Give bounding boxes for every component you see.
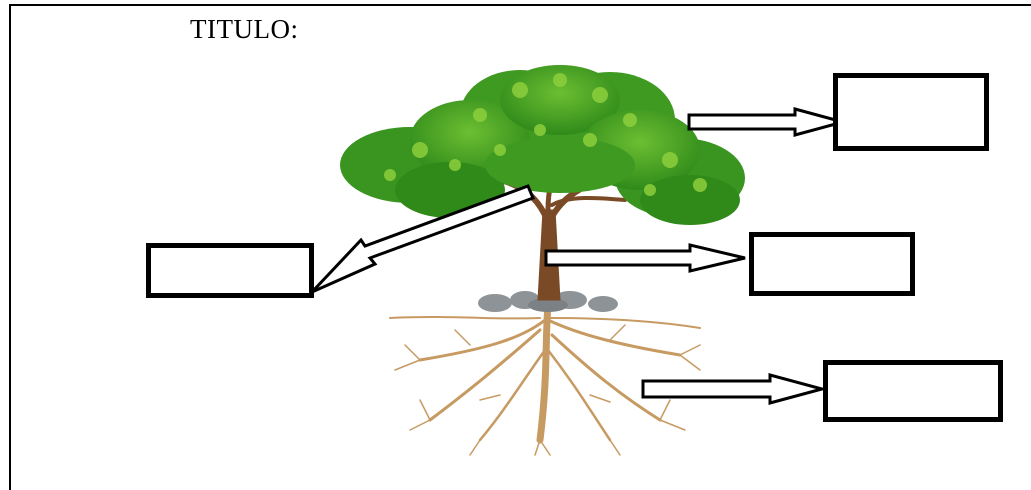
stones-illustration: [478, 291, 618, 312]
frame-top-border: [9, 4, 1031, 6]
arrow-to-branch-box: [310, 184, 535, 294]
worksheet-title: TITULO:: [190, 14, 299, 44]
label-box-roots[interactable]: [823, 360, 1003, 422]
tree-canopy-illustration: [340, 65, 745, 225]
label-box-canopy[interactable]: [833, 73, 989, 151]
arrow-to-root-box: [641, 373, 828, 405]
roots-illustration: [389, 301, 701, 456]
label-box-trunk[interactable]: [749, 232, 915, 296]
arrow-to-canopy-box: [687, 107, 849, 137]
label-box-branches[interactable]: [146, 243, 314, 298]
frame-left-border: [9, 4, 11, 490]
arrows: [310, 107, 849, 405]
arrow-to-trunk-box: [544, 243, 746, 273]
